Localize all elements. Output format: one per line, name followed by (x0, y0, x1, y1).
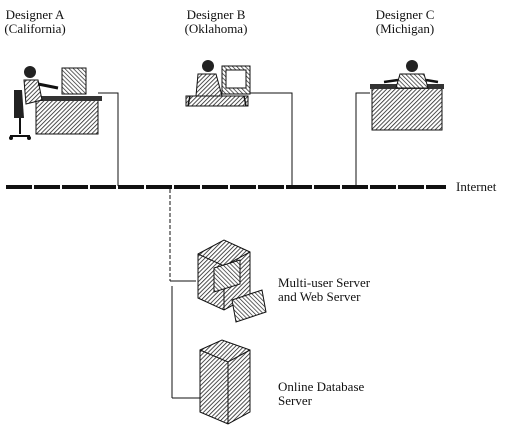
web-server-label-line2: and Web Server (278, 289, 361, 304)
database-server-icon (199, 339, 251, 425)
designer-c-location: (Michigan) (375, 21, 435, 36)
db-server-label-line1: Online Database (278, 379, 365, 394)
designer-c-name: Designer C (375, 7, 435, 22)
designer-a-location: (California) (4, 21, 66, 36)
designer-b-name: Designer B (186, 7, 246, 22)
designer-a-label: Designer A (California) (0, 8, 70, 36)
web-server-label: Multi-user Server and Web Server (278, 276, 370, 304)
designer-a-name: Designer A (5, 7, 65, 22)
web-server-label-line1: Multi-user Server (278, 275, 371, 290)
designer-b-connection (250, 92, 293, 186)
designer-c-label: Designer C (Michigan) (368, 8, 442, 36)
internet-label: Internet (456, 179, 497, 194)
db-server-label-line2: Server (278, 393, 312, 408)
designer-a-workstation-icon (9, 66, 102, 140)
designer-b-location: (Oklahoma) (184, 21, 248, 36)
designer-c-workstation-icon (370, 60, 444, 131)
designer-b-label: Designer B (Oklahoma) (178, 8, 254, 36)
designer-a-connection (98, 92, 119, 186)
designer-c-connection (355, 92, 370, 186)
designer-b-workstation-icon (185, 60, 251, 107)
db-server-label: Online Database Server (278, 380, 364, 408)
web-server-icon (197, 239, 267, 323)
